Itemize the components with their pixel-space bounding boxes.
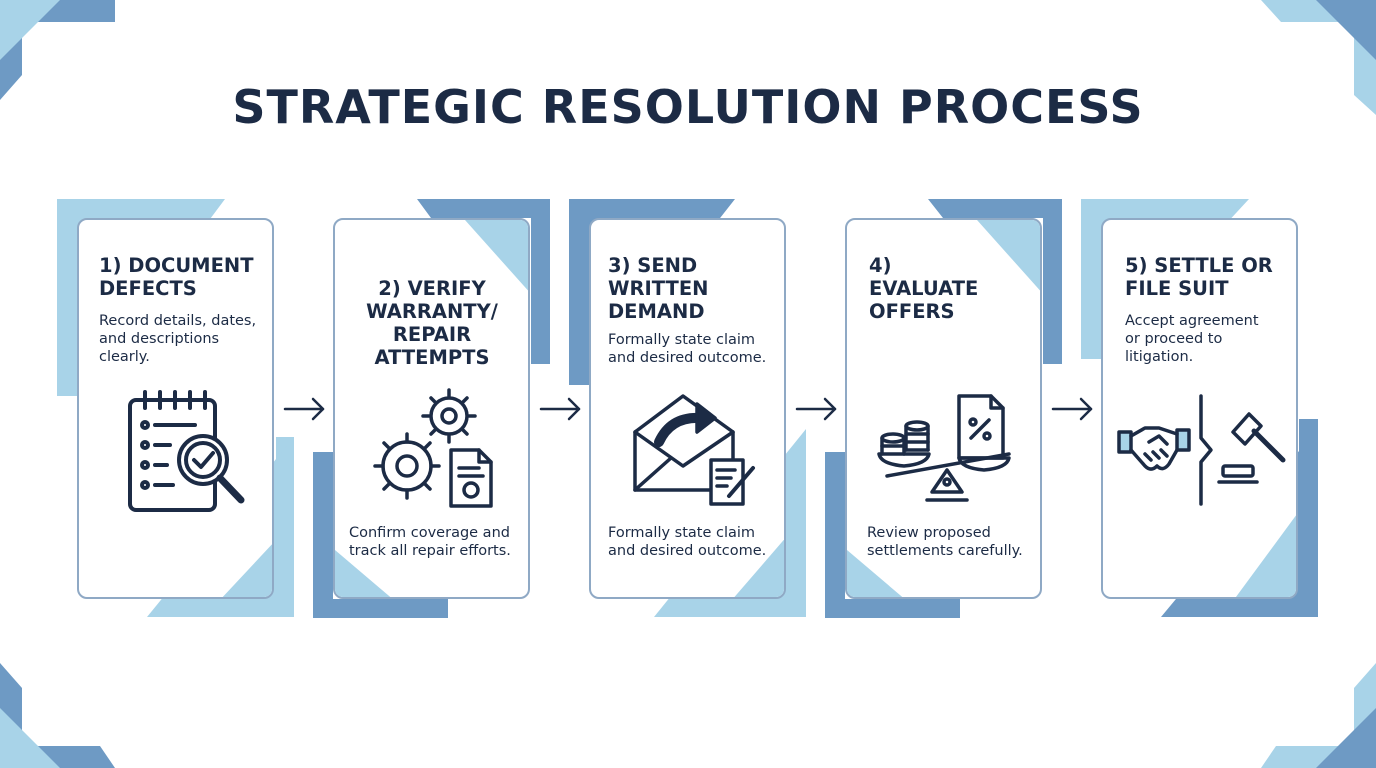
step-card-5: 5) SETTLE OR FILE SUIT Accept agreement … (1101, 218, 1298, 599)
step-2-description: Confirm coverage and track all repair ef… (349, 525, 511, 559)
checklist-magnifier-icon (128, 390, 245, 512)
step-card-4: 4) EVALUATE OFFERS Review proposed settl… (845, 218, 1042, 599)
step-card-2: 2) VERIFY WARRANTY/ REPAIR ATTEMPTS Conf… (333, 218, 530, 599)
arrow-right-icon (1051, 397, 1093, 421)
envelope-letter-icon (633, 394, 755, 506)
step-3-heading: 3) SEND WRITTEN DEMAND (608, 254, 709, 323)
step-4-description: Review proposed settlements carefully. (867, 525, 1023, 559)
step-5-heading: 5) SETTLE OR FILE SUIT (1125, 254, 1273, 300)
step-card-1: 1) DOCUMENT DEFECTS Record details, date… (77, 218, 274, 599)
page-title: STRATEGIC RESOLUTION PROCESS (232, 80, 1144, 134)
step-5-description: Accept agreement or proceed to litigatio… (1125, 313, 1259, 365)
corner-decoration-top-right (1261, 0, 1376, 115)
handshake-gavel-icon (1117, 394, 1286, 506)
step-2-heading: 2) VERIFY WARRANTY/ REPAIR ATTEMPTS (366, 277, 498, 369)
scale-coins-document-icon (877, 394, 1011, 502)
corner-decoration-bottom-right (1261, 663, 1376, 768)
step-card-3: 3) SEND WRITTEN DEMAND Formally state cl… (589, 218, 786, 599)
step-1-heading: 1) DOCUMENT DEFECTS (99, 254, 254, 300)
gears-certificate-icon (373, 388, 493, 508)
corner-decoration-bottom-left (0, 663, 115, 768)
arrow-right-icon (539, 397, 581, 421)
step-3-description-top: Formally state claim and desired outcome… (608, 332, 767, 366)
step-4-heading: 4) EVALUATE OFFERS (869, 254, 979, 323)
step-1-description: Record details, dates, and descriptions … (99, 313, 257, 365)
corner-decoration-top-left (0, 0, 115, 100)
arrow-right-icon (283, 397, 325, 421)
step-3-description-bottom: Formally state claim and desired outcome… (608, 525, 767, 559)
arrow-right-icon (795, 397, 837, 421)
